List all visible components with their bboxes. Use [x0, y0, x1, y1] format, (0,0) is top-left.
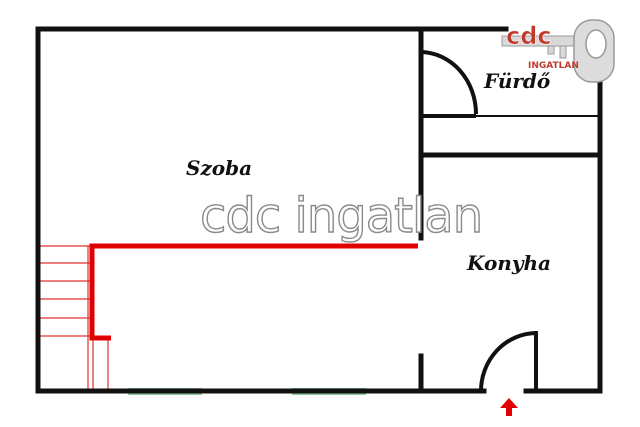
bathroom-door — [420, 50, 478, 115]
logo-sub: INGATLAN — [528, 61, 579, 71]
room-label-furdo: Fürdő — [483, 69, 551, 93]
logo-brand: cdc — [506, 22, 552, 50]
partition-line — [89, 243, 418, 341]
key-icon — [501, 19, 615, 83]
room-label-konyha: Konyha — [466, 251, 551, 275]
stairs — [40, 245, 109, 391]
up-arrow-icon — [500, 398, 518, 416]
walls — [35, 26, 603, 394]
logo: cdc INGATLAN — [501, 19, 615, 83]
watermark-text: cdc ingatlan — [200, 188, 482, 244]
entrance-door-arc — [479, 331, 537, 392]
room-label-szoba: Szoba — [186, 156, 252, 180]
